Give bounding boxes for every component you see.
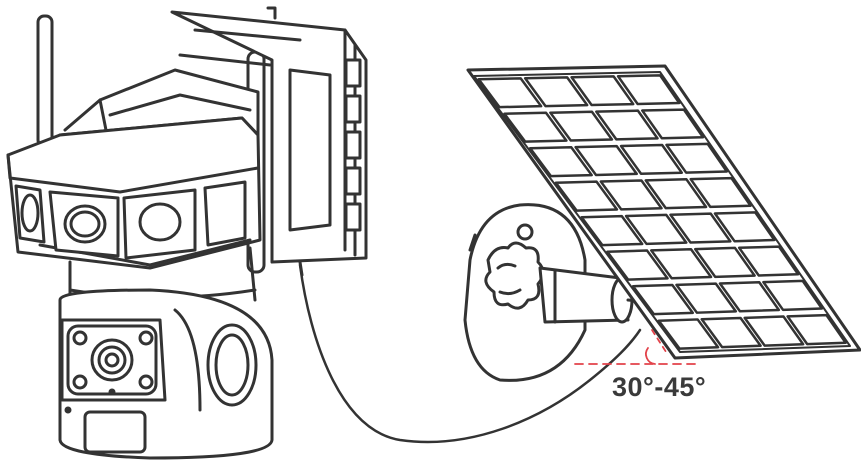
panel-cell-grid (477, 74, 847, 350)
panel-cell (616, 74, 681, 106)
panel-cell (693, 246, 756, 279)
panel-cell (619, 143, 684, 176)
wall-mount-bracket-icon (463, 203, 650, 382)
panel-cell (580, 214, 644, 247)
panel-cell (743, 315, 805, 347)
panel-cell (528, 145, 593, 178)
panel-cell (624, 213, 688, 246)
panel-cell (477, 77, 543, 109)
solar-panel-icon (466, 64, 861, 360)
panel-cell (599, 179, 663, 211)
panel-cell (762, 279, 824, 312)
panel-cell (631, 283, 695, 316)
power-cable-icon (298, 260, 642, 444)
panel-cell (786, 313, 847, 346)
panel-cell (595, 109, 659, 141)
panel-cell (641, 108, 705, 140)
panel-cell (574, 144, 638, 177)
panel-cell (606, 249, 669, 281)
lower-ptz-dome (58, 288, 274, 460)
panel-cell (713, 211, 776, 243)
antenna-left (36, 14, 54, 148)
panel-cell (665, 142, 729, 174)
panel-cell (503, 111, 568, 143)
tilt-angle-label: 30°-45° (612, 372, 707, 402)
panel-cell (669, 212, 732, 244)
panel-cell (700, 316, 762, 349)
panel-cell (644, 178, 708, 210)
panel-cell (549, 110, 614, 142)
panel-cell (737, 245, 800, 277)
panel-cell (523, 76, 589, 108)
upper-lens-housing (6, 116, 262, 270)
panel-cell (570, 75, 635, 107)
panel-cell (650, 247, 713, 280)
panel-cell (718, 280, 781, 313)
panel-cell (554, 180, 619, 212)
panel-cell (657, 318, 720, 350)
panel-cell (675, 282, 738, 314)
panel-cell (689, 176, 752, 209)
tilt-angle-marker (574, 329, 701, 365)
camera-icon (6, 6, 368, 460)
mount-plate (170, 6, 368, 264)
